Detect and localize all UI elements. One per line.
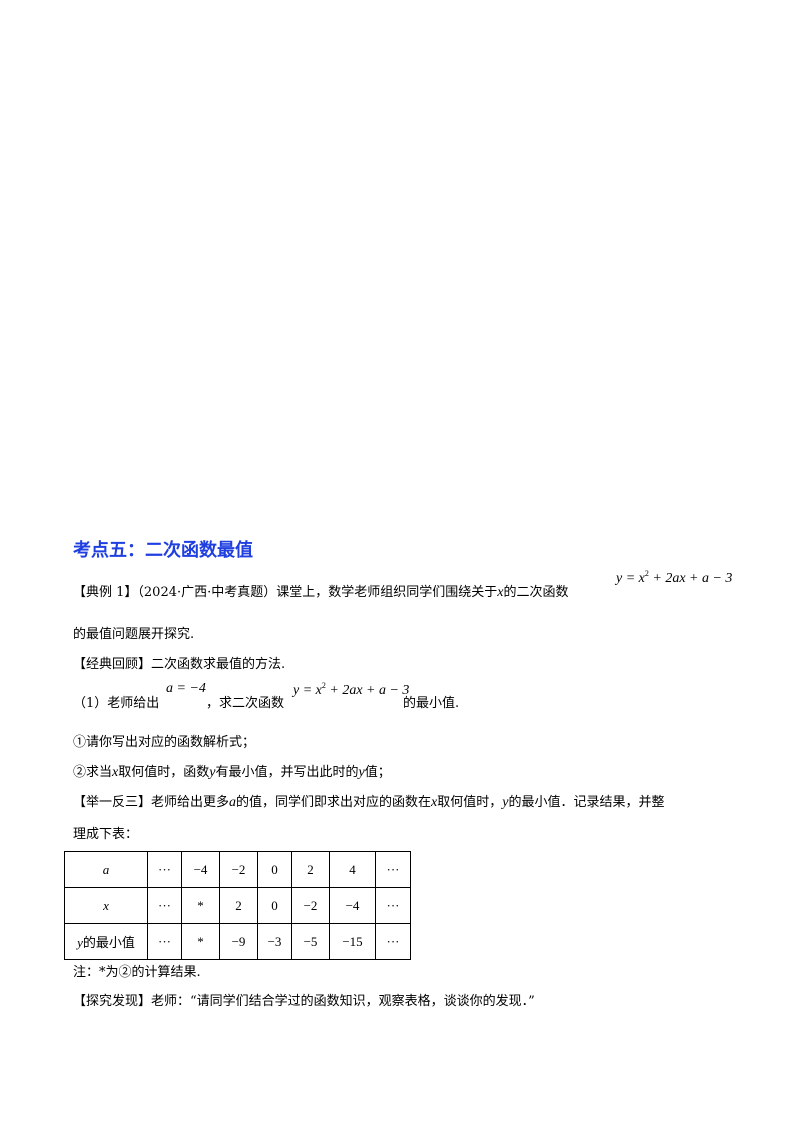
row-header-text: 的最小值 bbox=[82, 936, 135, 951]
table-cell: ··· bbox=[147, 887, 182, 924]
table-cell: −4 bbox=[329, 887, 376, 924]
table-cell: 2 bbox=[291, 851, 330, 888]
discovery-label: 【探究发现】 bbox=[73, 994, 152, 1009]
example-var-x: x bbox=[497, 585, 504, 600]
table-cell: ··· bbox=[375, 887, 411, 924]
extend-d: 的最小值．记录结果，并整 bbox=[508, 795, 665, 810]
table-cell: * bbox=[181, 887, 220, 924]
table-cell: −15 bbox=[329, 923, 376, 960]
table-cell: −3 bbox=[257, 923, 292, 960]
extend-a: 【举一反三】老师给出更多 bbox=[73, 795, 230, 810]
example-formula: y = x2 + 2ax + a − 3 bbox=[616, 569, 733, 586]
q1-a-value: a = −4 bbox=[166, 681, 206, 696]
table-cell: −4 bbox=[181, 851, 220, 888]
extend-c: 取何值时， bbox=[437, 795, 503, 810]
table-cell: 4 bbox=[329, 851, 376, 888]
table-cell: ··· bbox=[147, 851, 182, 888]
step-2: ②求当x取何值时，函数y有最小值，并写出此时的y值； bbox=[73, 764, 391, 782]
extend-line-2: 理成下表： bbox=[73, 827, 139, 842]
section-heading: 考点五：二次函数最值 bbox=[73, 540, 253, 561]
review-title: 【经典回顾】二次函数求最值的方法. bbox=[73, 657, 286, 672]
extend-line-1: 【举一反三】老师给出更多a的值，同学们即求出对应的函数在x取何值时，y的最小值．… bbox=[73, 794, 665, 812]
step-2-b: 取何值时，函数 bbox=[118, 765, 210, 780]
table-cell: −2 bbox=[291, 887, 330, 924]
table-cell: ··· bbox=[375, 851, 411, 888]
table-row: a ··· −4 −2 0 2 4 ··· bbox=[64, 851, 411, 888]
example-line-1: 【典例 1】（2024·广西·中考真题）课堂上，数学老师组织同学们围绕关于x的二… bbox=[73, 584, 569, 602]
row-header-x: x bbox=[64, 887, 148, 924]
table-cell: 2 bbox=[219, 887, 258, 924]
discovery-line: 【探究发现】老师：“请同学们结合学过的函数知识，观察表格，谈谈你的发现．” bbox=[73, 993, 535, 1011]
step-1: ①请你写出对应的函数解析式； bbox=[73, 735, 256, 750]
step-2-a: ②求当 bbox=[73, 765, 113, 780]
step-2-d: 值； bbox=[364, 765, 391, 780]
discovery-text: 老师：“请同学们结合学过的函数知识，观察表格，谈谈你的发现．” bbox=[151, 994, 535, 1009]
example-line-2: 的最值问题展开探究. bbox=[73, 627, 195, 642]
table-cell: ··· bbox=[375, 923, 411, 960]
extend-var-a: a bbox=[229, 795, 237, 810]
table-cell: * bbox=[181, 923, 220, 960]
extend-b: 的值，同学们即求出对应的函数在 bbox=[236, 795, 432, 810]
step-2-var-x: x bbox=[112, 765, 119, 780]
example-mid: 的二次函数 bbox=[503, 585, 569, 600]
question-1: （1）老师给出 bbox=[73, 695, 159, 713]
step-2-var-y: y bbox=[209, 765, 216, 780]
table-cell: 0 bbox=[257, 887, 292, 924]
table-cell: −5 bbox=[291, 923, 330, 960]
q1-mid: ，求二次函数 bbox=[206, 696, 285, 711]
table-note: 注：*为②的计算结果. bbox=[73, 965, 201, 980]
table-row: x ··· * 2 0 −2 −4 ··· bbox=[64, 887, 411, 924]
results-table: a ··· −4 −2 0 2 4 ··· x ··· * 2 0 −2 −4 … bbox=[64, 851, 411, 960]
row-header-var-y: y bbox=[77, 935, 83, 950]
row-header-a: a bbox=[64, 851, 148, 888]
extend-var-y: y bbox=[502, 795, 509, 810]
table-cell: −2 bbox=[219, 851, 258, 888]
table-cell: −9 bbox=[219, 923, 258, 960]
extend-var-x: x bbox=[431, 795, 438, 810]
table-cell: ··· bbox=[147, 923, 182, 960]
q1-prefix: （1）老师给出 bbox=[73, 696, 160, 711]
table-row: y的最小值 ··· * −9 −3 −5 −15 ··· bbox=[64, 923, 411, 960]
example-prefix: 【典例 1】（2024·广西·中考真题）课堂上，数学老师组织同学们围绕关于 bbox=[73, 585, 498, 600]
q1-formula: y = x2 + 2ax + a − 3 bbox=[293, 681, 410, 698]
q1-suffix: 的最小值. bbox=[403, 696, 460, 711]
table-cell: 0 bbox=[257, 851, 292, 888]
row-header-y-min: y的最小值 bbox=[64, 923, 148, 960]
step-2-var-y2: y bbox=[358, 765, 365, 780]
step-2-c: 有最小值，并写出此时的 bbox=[215, 765, 359, 780]
